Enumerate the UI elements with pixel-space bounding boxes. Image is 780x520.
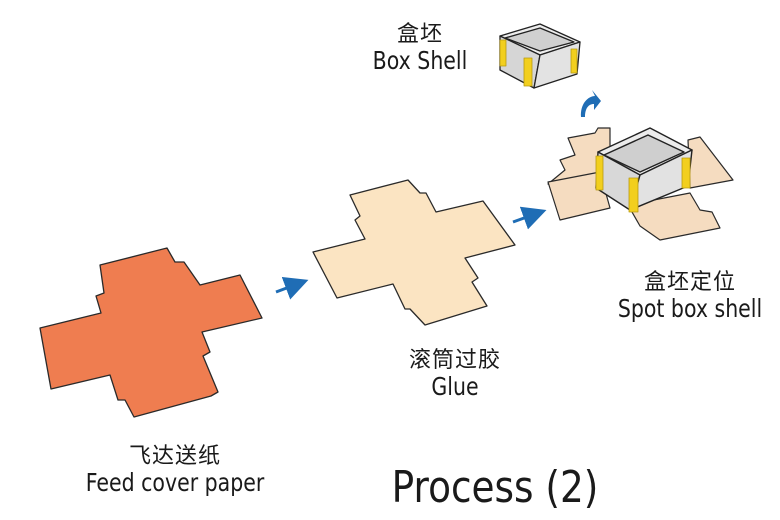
box-on-paper [595,127,693,213]
step-feed-en: Feed cover paper [85,468,265,498]
step-spot-cn: 盒坯定位 [643,270,736,295]
cover-paper-spot-bottom [627,192,721,241]
step-spot-label: 盒坯定位 Spot box shell [590,270,780,324]
step-glue-cn: 滚筒过胶 [408,348,501,373]
box-shell-en: Box Shell [372,46,468,76]
process-title: Process (2) [391,462,599,513]
cover-paper-glued [312,179,516,326]
step-feed-cn: 飞达送纸 [128,444,221,469]
arrow-glue-to-spot [512,206,547,230]
box-shell-cn: 盒坯 [396,22,443,47]
arrow-feed-to-glue [275,277,309,300]
box-shell-icon [499,23,581,89]
cover-paper-spot-left [547,171,611,221]
step-spot-en: Spot box shell [617,294,763,324]
box-shell-label: 盒坯 Box Shell [340,22,500,76]
step-glue-label: 滚筒过胶 Glue [385,348,525,402]
cover-paper-spot-right [687,136,734,189]
curved-arrow-icon [580,90,601,117]
step-feed-label: 飞达送纸 Feed cover paper [60,444,290,498]
step-glue-en: Glue [431,372,479,402]
cover-paper-orange [39,247,263,418]
